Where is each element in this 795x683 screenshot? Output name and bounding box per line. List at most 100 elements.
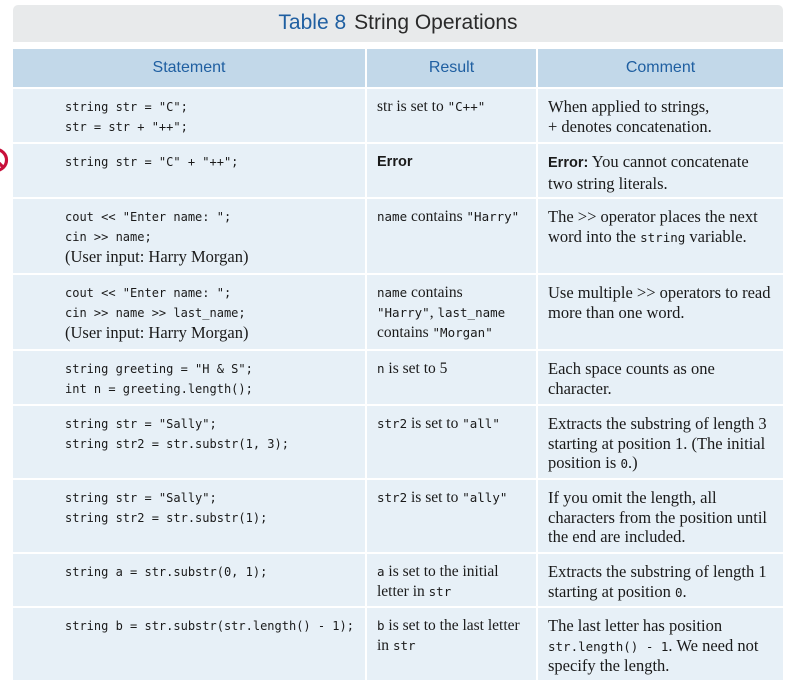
result-cell: str is set to "C++" [366, 87, 538, 143]
result-cell: a is set to the initial letter in str [366, 552, 538, 607]
statement-note: (User input: Harry Morgan) [65, 247, 249, 266]
result-code: str2 [377, 416, 408, 431]
table-number: Table 8 [278, 11, 347, 34]
result-text: is set to the last letter in [377, 617, 520, 654]
comment-code: 0 [620, 456, 628, 471]
table-frame: Table 8 String Operations Statement Resul… [0, 5, 783, 680]
comment-cell: The >> operator places the next word int… [537, 197, 783, 274]
comment-text: If you omit the length, all characters f… [548, 488, 768, 546]
result-text: str is set to [377, 98, 448, 115]
comment-text: Use multiple >> operators to read more t… [548, 283, 771, 322]
comment-cell: Extracts the substring of length 1 start… [537, 552, 783, 607]
comment-text: . We need not specify the length. [548, 635, 759, 676]
comment-text: variable. [685, 226, 747, 246]
comment-code: str.length() - 1 [548, 638, 669, 654]
result-code: a [377, 564, 385, 579]
result-cell: str2 is set to "all" [366, 404, 538, 479]
code-line: cout << "Enter name: "; [65, 210, 232, 224]
result-code: name [377, 209, 408, 224]
comment-cell: Error: You cannot concatenate two string… [537, 142, 783, 198]
table-row: string greeting = "H & S"; int n = greet… [13, 349, 783, 405]
code-line: cin >> name >> last_name; [65, 306, 246, 320]
code-line: string greeting = "H & S"; [65, 362, 253, 376]
header-statement: Statement [13, 49, 367, 88]
comment-text: + denotes concatenation. [548, 116, 712, 136]
result-cell: b is set to the last letter in str [366, 606, 538, 680]
comment-error-label: Error: [548, 155, 589, 171]
result-text: is set to [407, 489, 463, 506]
result-cell: name contains "Harry" [366, 197, 538, 274]
table-title: Table 8 String Operations [13, 11, 783, 35]
comment-text: Extracts the substring of length 1 start… [548, 562, 767, 601]
comment-cell: When applied to strings, + denotes conca… [537, 87, 783, 143]
string-operations-table: Statement Result Comment string str = "C… [0, 49, 783, 680]
code-line: cin >> name; [65, 230, 152, 244]
statement-cell: string b = str.substr(str.length() - 1); [13, 606, 367, 680]
result-code: b [377, 618, 385, 633]
comment-text: The last letter has position [548, 616, 723, 635]
header-result: Result [366, 49, 538, 88]
result-code: "all" [462, 416, 500, 431]
header-row: Statement Result Comment [13, 49, 783, 88]
statement-cell: string a = str.substr(0, 1); [13, 552, 367, 607]
result-code: "ally" [462, 490, 508, 505]
comment-text: You cannot concatenate two string litera… [548, 152, 749, 193]
code-line: string b = str.substr(str.length() - 1); [65, 619, 354, 633]
result-code: "Morgan" [432, 325, 493, 340]
code-line: cout << "Enter name: "; [65, 286, 232, 300]
result-text: is set to [407, 415, 463, 432]
result-error: Error [377, 154, 413, 170]
result-code: str [428, 584, 452, 599]
result-code: last_name [437, 305, 506, 320]
header-comment: Comment [537, 49, 783, 88]
statement-cell: string str = "C"; str = str + "++"; [13, 87, 367, 143]
result-cell: str2 is set to "ally" [366, 478, 538, 553]
comment-code: string [640, 229, 686, 245]
comment-text: .) [627, 453, 638, 472]
comment-cell: Each space counts as one character. [537, 349, 783, 405]
code-line: string str2 = str.substr(1); [65, 511, 268, 525]
result-code: "Harry" [466, 209, 520, 224]
result-text: is set to 5 [384, 360, 448, 377]
table-row: string a = str.substr(0, 1); a is set to… [13, 552, 783, 607]
comment-cell: Use multiple >> operators to read more t… [537, 273, 783, 350]
no-entry-icon [0, 148, 9, 172]
code-line: int n = greeting.length(); [65, 382, 253, 396]
result-code: n [377, 361, 385, 376]
code-line: string str2 = str.substr(1, 3); [65, 437, 289, 451]
code-line: string str = "C"; [65, 100, 188, 114]
code-line: string str = "Sally"; [65, 417, 217, 431]
table-row: cout << "Enter name: "; cin >> name >> l… [13, 273, 783, 350]
result-text: is set to the initial letter in [377, 563, 499, 600]
table-title-text: String Operations [354, 11, 518, 34]
result-cell: n is set to 5 [366, 349, 538, 405]
code-line: string str = "Sally"; [65, 491, 217, 505]
table-row: string str = "C" + "++"; Error Error: Yo… [0, 142, 783, 198]
comment-text: Each space counts as one character. [548, 359, 715, 398]
result-text: contains [377, 324, 433, 341]
statement-cell: string greeting = "H & S"; int n = greet… [13, 349, 367, 405]
table-row: string str = "C"; str = str + "++"; str … [13, 87, 783, 143]
statement-cell: string str = "C" + "++"; [0, 142, 367, 198]
result-code: name [377, 285, 408, 300]
comment-cell: The last letter has position str.length(… [537, 606, 783, 680]
result-code: str [392, 638, 416, 653]
result-code: "C++" [447, 99, 486, 114]
result-text: , [429, 304, 438, 321]
title-bar: Table 8 String Operations [13, 5, 783, 42]
result-code: "Harry" [377, 305, 430, 320]
comment-cell: If you omit the length, all characters f… [537, 478, 783, 553]
comment-code: 0 [674, 584, 683, 600]
result-text: contains [407, 208, 467, 225]
comment-text: The >> operator places the next word int… [548, 207, 758, 246]
comment-text: When applied to strings, [548, 97, 710, 116]
comment-cell: Extracts the substring of length 3 start… [537, 404, 783, 479]
table-row: string str = "Sally"; string str2 = str.… [13, 478, 783, 553]
statement-cell: cout << "Enter name: "; cin >> name; (Us… [13, 197, 367, 274]
statement-cell: string str = "Sally"; string str2 = str.… [13, 404, 367, 479]
table-row: cout << "Enter name: "; cin >> name; (Us… [13, 197, 783, 274]
result-cell: name contains "Harry", last_name contain… [366, 273, 538, 350]
comment-text: Extracts the substring of length 3 start… [548, 414, 767, 472]
result-text: contains [407, 284, 463, 301]
result-cell: Error [366, 142, 538, 198]
